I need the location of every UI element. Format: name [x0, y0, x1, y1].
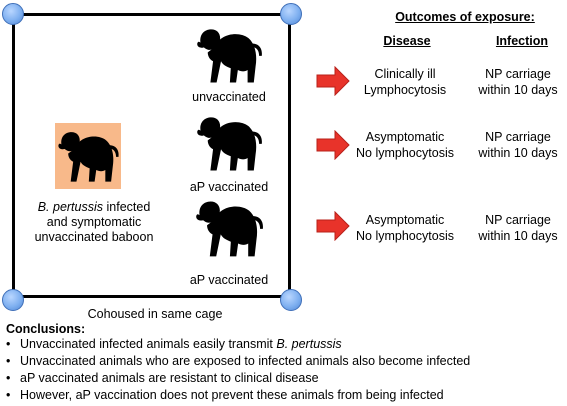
- conclusion-item-3: aP vaccinated animals are resistant to c…: [6, 370, 561, 387]
- infection-header: Infection: [495, 34, 549, 48]
- cage-corner-ball-icon: [280, 3, 302, 25]
- conclusion-item-1: Unvaccinated infected animals easily tra…: [6, 336, 561, 353]
- exposed-label-3: aP vaccinated: [189, 273, 269, 287]
- cage-corner-ball-icon: [280, 289, 302, 311]
- disease-header: Disease: [383, 34, 431, 48]
- outcomes-title: Outcomes of exposure:: [395, 10, 535, 24]
- disease-outcome-3: Asymptomatic No lymphocytosis: [356, 213, 454, 243]
- conclusion-item-4: However, aP vaccination does not prevent…: [6, 387, 561, 404]
- conclusion-item-2: Unvaccinated animals who are exposed to …: [6, 353, 561, 370]
- exposed-label-1: unvaccinated: [192, 90, 266, 104]
- cage-caption: Cohoused in same cage: [87, 307, 223, 321]
- baboon-silhouette-icon: [197, 117, 262, 171]
- conclusions-title: Conclusions:: [6, 322, 86, 336]
- cage-corner-ball-icon: [2, 3, 24, 25]
- cage-corner-ball-icon: [2, 289, 24, 311]
- conclusions-list: Unvaccinated infected animals easily tra…: [6, 336, 561, 404]
- baboon-silhouette-icon: [196, 201, 263, 257]
- conclusions-section: Conclusions: Unvaccinated infected anima…: [6, 322, 561, 404]
- baboon-silhouette-icon: [58, 132, 119, 182]
- cage-box: [12, 13, 291, 298]
- disease-outcome-1: Clinically ill Lymphocytosis: [363, 67, 447, 97]
- infection-outcome-2: NP carriage within 10 days: [478, 130, 558, 160]
- baboon-silhouette-icon: [197, 29, 262, 83]
- exposed-label-2: aP vaccinated: [189, 180, 269, 194]
- infected-baboon-highlight: [55, 123, 121, 189]
- infected-baboon-label: B. pertussis infected and symptomatic un…: [34, 200, 154, 244]
- infection-outcome-3: NP carriage within 10 days: [478, 213, 558, 243]
- infection-outcome-1: NP carriage within 10 days: [478, 67, 558, 97]
- disease-outcome-2: Asymptomatic No lymphocytosis: [356, 130, 454, 160]
